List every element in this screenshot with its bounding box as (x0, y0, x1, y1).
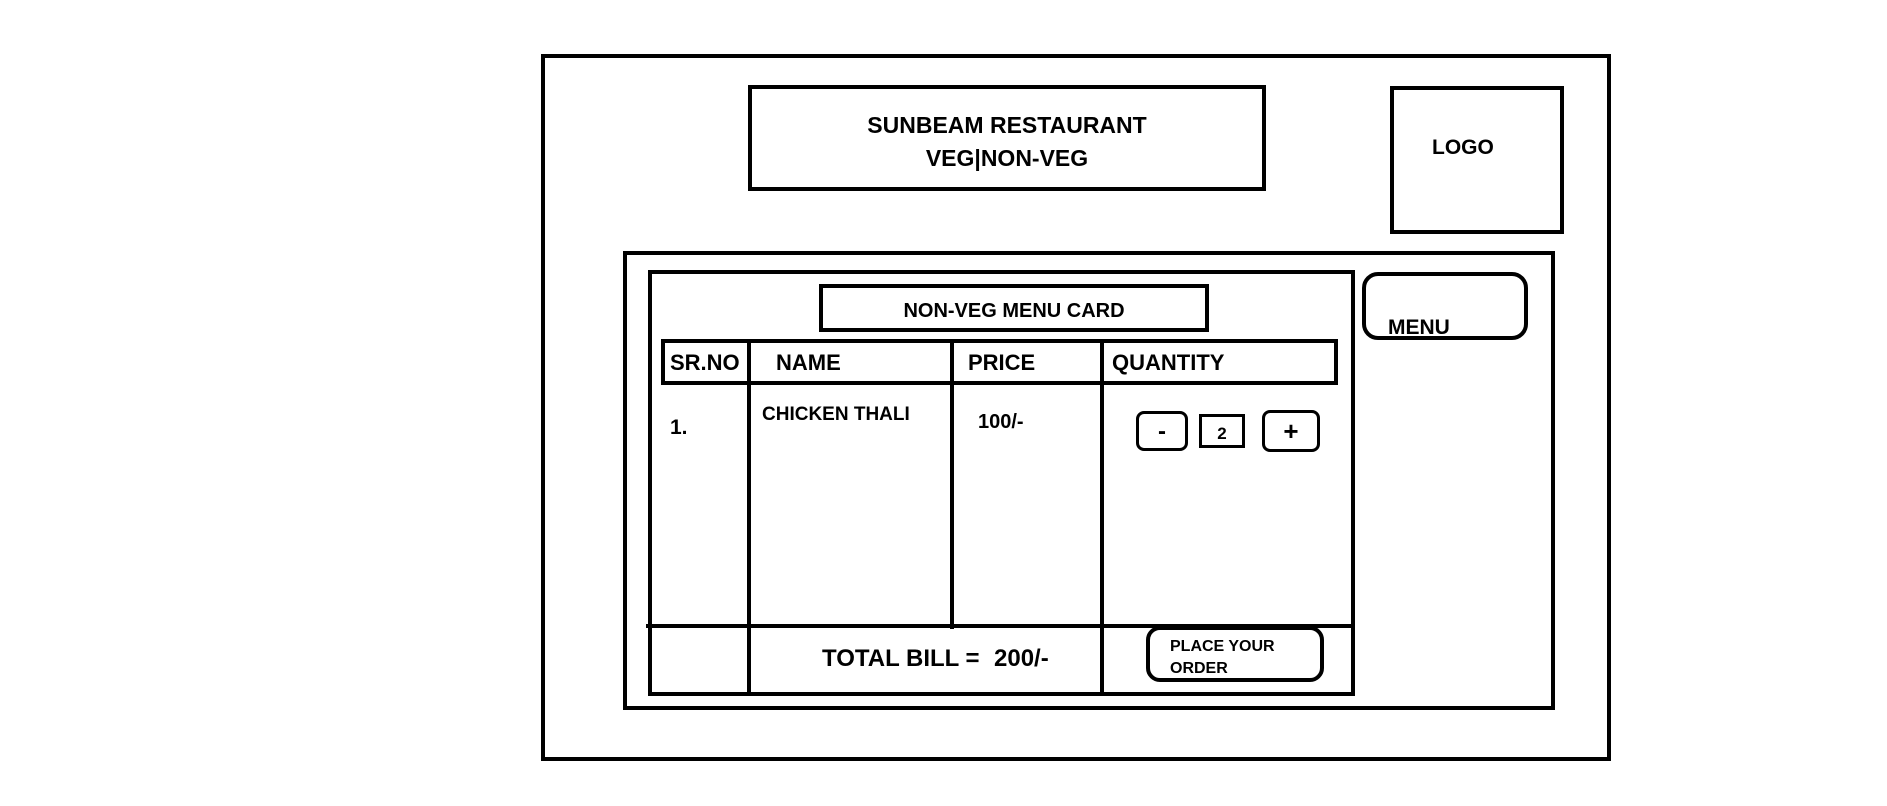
row-price: 100/- (978, 411, 1024, 433)
row-name: CHICKEN THALI (762, 404, 910, 425)
total-row-divider (646, 624, 1355, 628)
place-order-button[interactable]: PLACE YOUR ORDER (1146, 626, 1324, 682)
quantity-value: 2 (1217, 424, 1227, 443)
menu-card-title-box: NON-VEG MENU CARD (819, 284, 1209, 332)
increase-quantity-button[interactable]: + (1262, 410, 1320, 452)
plus-label: + (1283, 416, 1299, 446)
column-divider (747, 339, 751, 696)
total-bill-label: TOTAL BILL = (822, 645, 980, 672)
column-divider (1100, 339, 1104, 696)
place-order-label: PLACE YOUR ORDER (1170, 638, 1275, 677)
column-header-name: NAME (776, 350, 841, 375)
table-header (661, 339, 1338, 385)
restaurant-header: SUNBEAM RESTAURANT VEG|NON-VEG (748, 85, 1266, 191)
column-header-srno: SR.NO (670, 350, 740, 375)
column-header-price: PRICE (968, 350, 1036, 375)
logo: LOGO (1390, 86, 1564, 234)
menu-card-title: NON-VEG MENU CARD (903, 300, 1125, 322)
menu-button[interactable]: MENU (1362, 272, 1528, 340)
menu-button-label: MENU (1388, 316, 1450, 339)
quantity-field[interactable]: 2 (1199, 414, 1245, 448)
column-header-quantity: QUANTITY (1112, 350, 1225, 375)
total-bill-value: 200/- (994, 645, 1049, 672)
row-srno: 1. (670, 416, 688, 439)
logo-label: LOGO (1432, 136, 1494, 159)
restaurant-name: SUNBEAM RESTAURANT (867, 112, 1147, 138)
column-divider (950, 339, 954, 629)
minus-label: - (1158, 418, 1166, 445)
decrease-quantity-button[interactable]: - (1136, 411, 1188, 451)
restaurant-category: VEG|NON-VEG (925, 145, 1089, 171)
